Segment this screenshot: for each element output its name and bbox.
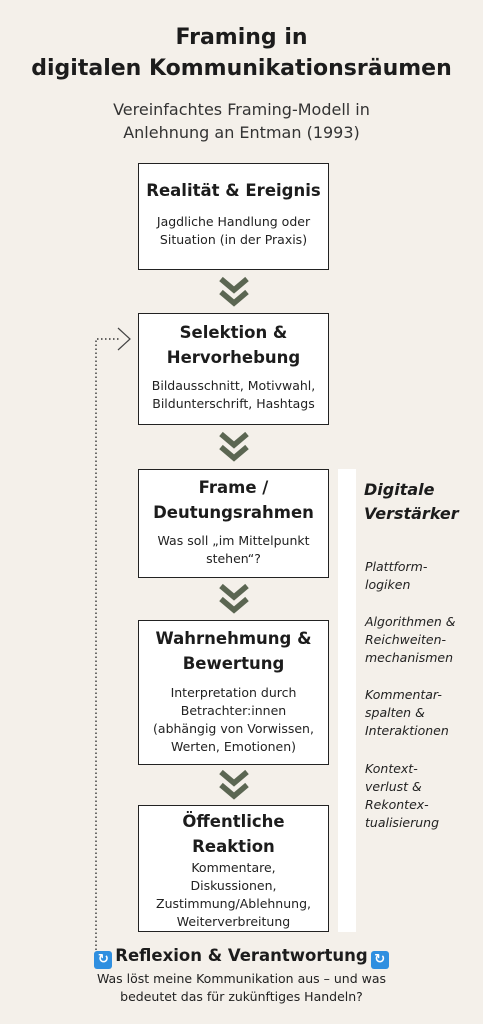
amplifier-heading: Digitale Verstärker	[364, 478, 479, 526]
step-heading: Frame /	[198, 478, 269, 497]
step-body-line: Weiterverbreitung	[176, 914, 291, 929]
step-body-line: Werten, Emotionen)	[170, 739, 297, 754]
chevron-down-icon	[219, 276, 249, 307]
amplifier-item-line: Reichweiten-	[365, 632, 447, 647]
step-heading: Öffentliche	[182, 812, 285, 831]
amplifier-item-line: Kommentar-	[365, 687, 442, 702]
amplifier-item-line: Algorithmen &	[365, 614, 456, 629]
amplifier-heading-line: Verstärker	[364, 504, 459, 523]
amplifier-item-line: Plattform-	[365, 559, 428, 574]
step-heading: Realität & Ereignis	[146, 181, 321, 200]
amplifier-item-line: verlust &	[365, 779, 422, 794]
step-heading: Deutungsrahmen	[153, 503, 314, 522]
step-body-line: Situation (in der Praxis)	[159, 232, 308, 247]
step-body-line: Diskussionen,	[190, 878, 277, 893]
amplifier-heading-line: Digitale	[364, 480, 435, 499]
reflection-text: Was löst meine Kommunikation aus – und w…	[0, 970, 483, 1006]
step-body-line: Was soll „im Mittelpunkt	[157, 533, 310, 548]
amplifier-item: Kontext- verlust & Rekontex- tualisierun…	[365, 760, 481, 832]
page-title: Framing in digitalen Kommunikationsräume…	[0, 22, 483, 84]
refresh-icon: ↻	[94, 951, 113, 969]
amplifier-item: Algorithmen & Reichweiten- mechanismen	[365, 613, 481, 667]
reflection-title: ↻Reflexion & Verantwortung↻	[0, 944, 483, 969]
step-body-line: Bildausschnitt, Motivwahl,	[151, 378, 316, 393]
step-heading: Hervorhebung	[166, 348, 301, 367]
step-frame-box: Frame / Deutungsrahmen Was soll „im Mitt…	[138, 469, 329, 578]
reflection-text-line: bedeutet das für zukünftiges Handeln?	[120, 989, 363, 1004]
step-body-line: Interpretation durch	[170, 685, 297, 700]
chevron-down-icon	[219, 583, 249, 614]
amplifier-item-line: Kontext-	[365, 761, 418, 776]
step-selection-box: Selektion & Hervorhebung Bildausschnitt,…	[138, 313, 329, 425]
step-body-line: (abhängig von Vorwissen,	[153, 721, 314, 736]
title-line: digitalen Kommunikationsräumen	[31, 56, 452, 81]
chevron-down-icon	[219, 769, 249, 800]
chevron-down-icon	[219, 431, 249, 462]
amplifier-item-line: mechanismen	[365, 650, 454, 665]
step-heading: Reaktion	[192, 837, 275, 856]
step-body-line: Betrachter:innen	[180, 703, 287, 718]
refresh-icon: ↻	[370, 951, 389, 969]
amplifier-item-line: spalten &	[365, 705, 425, 720]
amplifier-item-line: logiken	[365, 577, 411, 592]
subtitle-line: Anlehnung an Entman (1993)	[123, 123, 360, 142]
amplifier-item: Kommentar- spalten & Interaktionen	[365, 686, 481, 740]
step-heading: Selektion &	[179, 323, 288, 342]
step-perception-box: Wahrnehmung & Bewertung Interpretation d…	[138, 620, 329, 765]
step-reality-box: Realität & Ereignis Jagdliche Handlung o…	[138, 163, 329, 270]
step-body-line: Zustimmung/Ablehnung,	[156, 896, 311, 911]
step-body-line: Bildunterschrift, Hashtags	[152, 396, 315, 411]
page-subtitle: Vereinfachtes Framing-Modell in Anlehnun…	[0, 98, 483, 144]
reflection-title-text: Reflexion & Verantwortung	[115, 946, 368, 965]
subtitle-line: Vereinfachtes Framing-Modell in	[113, 100, 370, 119]
amplifier-side-bar	[338, 469, 356, 932]
step-body-line: Kommentare,	[191, 860, 276, 875]
feedback-loop-arrow	[95, 327, 131, 950]
amplifier-item: Plattform- logiken	[365, 558, 481, 594]
step-body-line: Jagdliche Handlung oder	[156, 214, 311, 229]
amplifier-item-line: tualisierung	[365, 815, 440, 830]
step-heading: Wahrnehmung &	[155, 629, 312, 648]
step-body-line: stehen“?	[206, 551, 261, 566]
step-reaction-box: Öffentliche Reaktion Kommentare, Diskuss…	[138, 805, 329, 932]
amplifier-item-line: Rekontex-	[365, 797, 429, 812]
title-line: Framing in	[175, 25, 308, 50]
amplifier-item-line: Interaktionen	[365, 723, 449, 738]
reflection-text-line: Was löst meine Kommunikation aus – und w…	[96, 971, 387, 986]
step-heading: Bewertung	[182, 654, 285, 673]
